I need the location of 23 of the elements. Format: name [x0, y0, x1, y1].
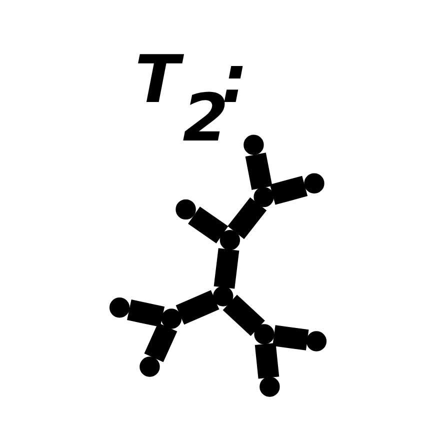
connector	[126, 300, 164, 328]
node-point	[175, 199, 196, 220]
node-point	[219, 230, 240, 250]
node-point	[259, 376, 280, 397]
connector	[269, 176, 308, 205]
node-point	[304, 173, 324, 194]
node-point	[306, 331, 326, 352]
connector	[222, 294, 264, 336]
node-point	[139, 356, 160, 377]
node-point	[160, 308, 182, 329]
node-point	[243, 134, 264, 155]
connector	[272, 325, 308, 350]
connector	[144, 322, 177, 362]
node-point	[253, 186, 274, 208]
connector	[188, 206, 228, 244]
connector	[227, 197, 266, 240]
node-point	[212, 286, 233, 306]
connector	[254, 342, 279, 379]
node-point	[254, 324, 274, 344]
connector	[175, 290, 219, 325]
connector	[244, 152, 272, 190]
node-point	[108, 298, 130, 318]
connector	[213, 248, 239, 289]
